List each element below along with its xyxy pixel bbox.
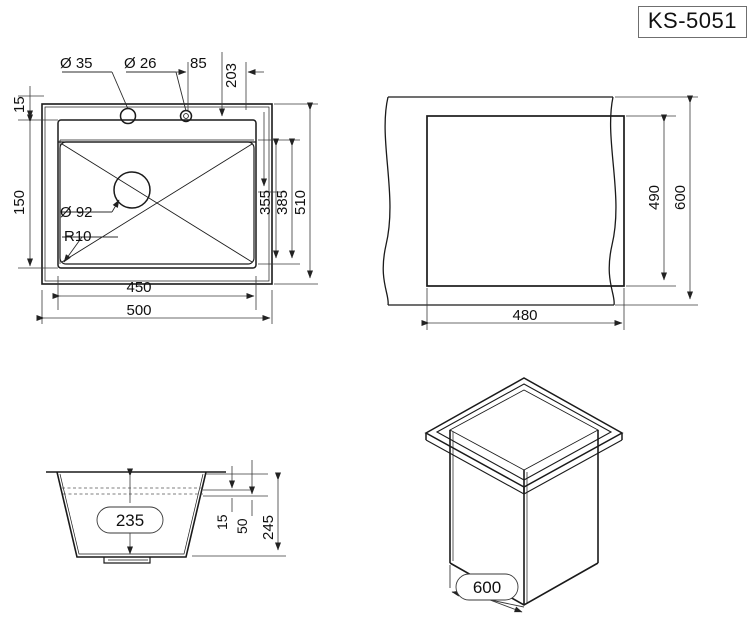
title-block: KS-5051 <box>637 6 747 38</box>
section-view-body <box>46 471 226 564</box>
plan-view-holes <box>119 107 193 125</box>
cutout-view-breaklines <box>382 96 617 306</box>
plan-view-basin <box>57 119 257 269</box>
isometric-dim-lines <box>449 565 525 613</box>
plan-leader-lines <box>62 71 187 263</box>
plan-dim-lines <box>18 52 318 324</box>
cutout-dim-lines <box>421 95 698 330</box>
section-view-hidden-lines <box>62 487 203 495</box>
section-dim-lines <box>127 460 286 557</box>
cutout-view-opening <box>426 115 625 287</box>
isometric-cabinet <box>449 430 599 606</box>
plan-view-outline <box>41 103 273 285</box>
drawing-title: KS-5051 <box>647 8 737 33</box>
